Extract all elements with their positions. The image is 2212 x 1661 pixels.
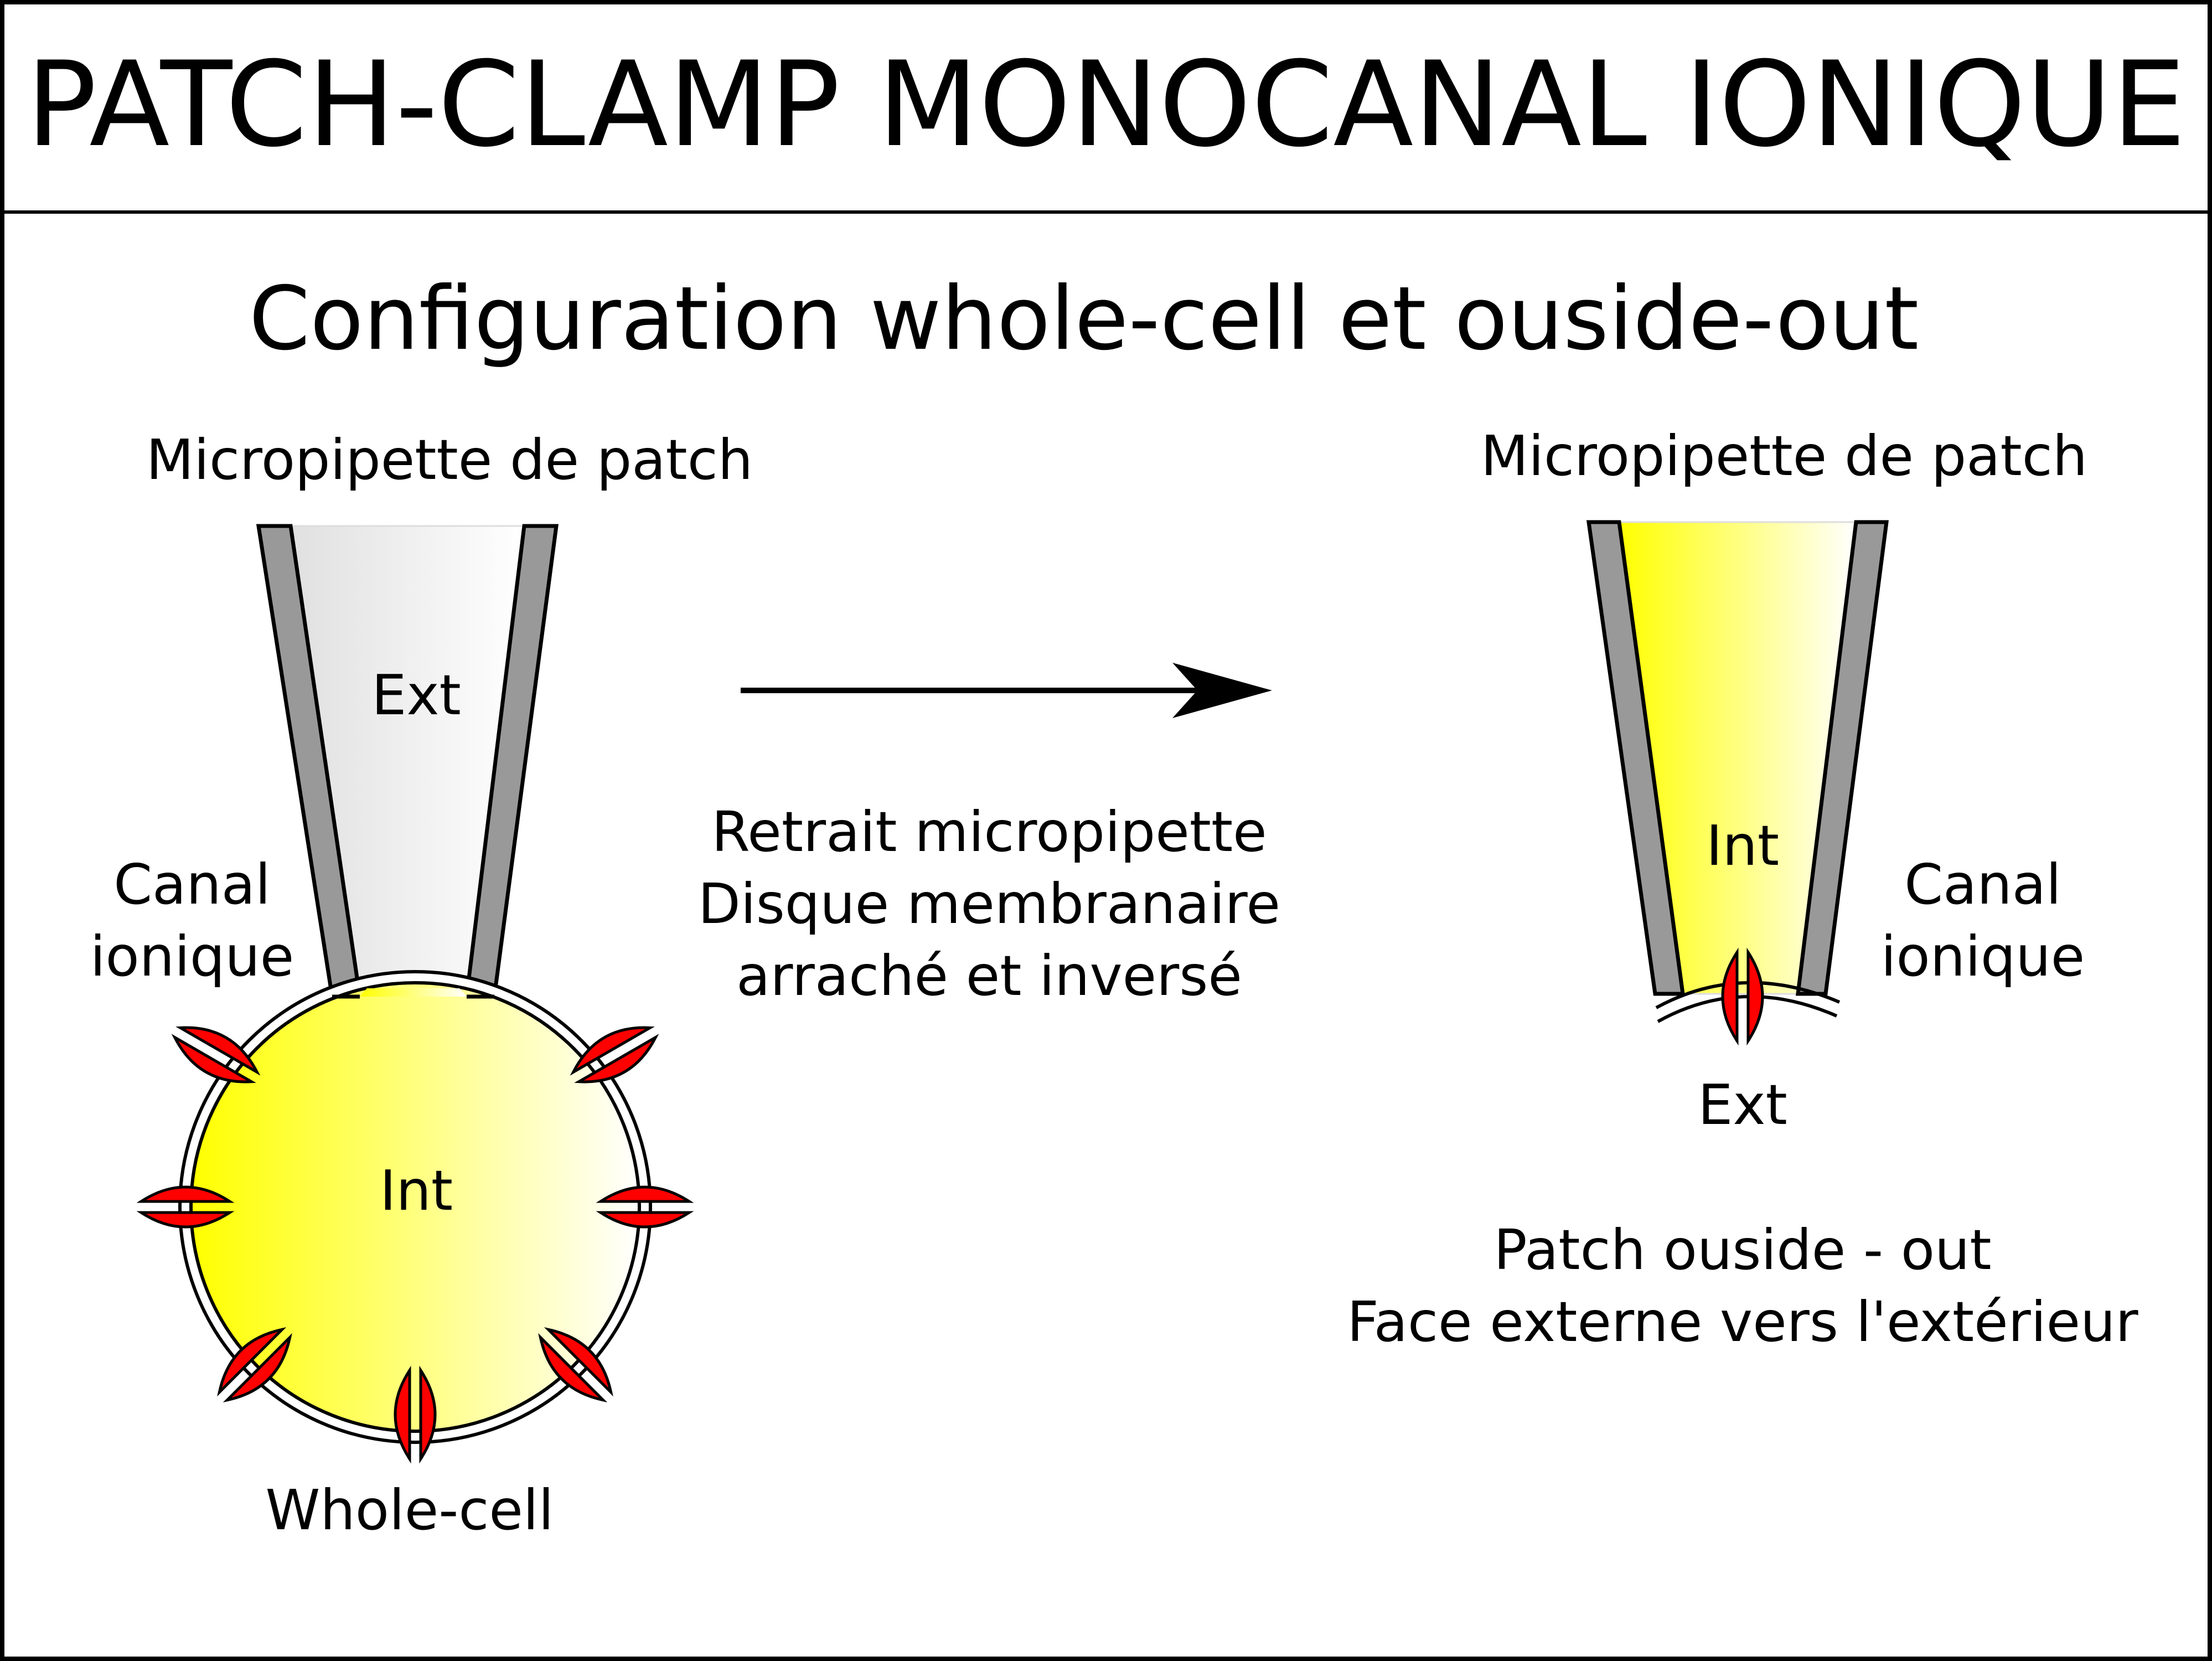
page-title: PATCH-CLAMP MONOCANAL IONIQUE: [26, 36, 2186, 173]
transition-text-line2: Disque membranaire: [698, 871, 1280, 936]
membrane-patch-inner: [1655, 981, 1841, 1009]
page-subtitle: Configuration whole-cell et ouside-out: [249, 268, 1919, 370]
arrow-head-icon: [1172, 663, 1272, 718]
whole-cell-panel: Micropipette de patch Ext Int Canal ioni…: [90, 427, 753, 1543]
outside-out-panel: Micropipette de patch Int Ext Canal ioni…: [1347, 424, 2138, 1354]
right-pipette-inside-label: Int: [1706, 813, 1779, 878]
cell-inside-label: Int: [380, 1158, 453, 1223]
cell-cytoplasm: [189, 981, 641, 1433]
right-pipette-wall-right: [1796, 520, 1889, 996]
transition-text-line1: Retrait micropipette: [711, 799, 1267, 864]
left-pipette-inside-label: Ext: [371, 663, 461, 728]
right-outside-label: Ext: [1698, 1072, 1787, 1137]
left-channel-label-line2: ionique: [90, 924, 294, 989]
transition: Retrait micropipette Disque membranaire …: [698, 663, 1280, 1008]
left-pipette-label: Micropipette de patch: [146, 427, 753, 492]
right-pipette-label: Micropipette de patch: [1481, 424, 2087, 488]
left-channel-label-line1: Canal: [113, 852, 271, 917]
whole-cell-label: Whole-cell: [266, 1478, 554, 1543]
right-channel-label-line2: ionique: [1881, 924, 2085, 989]
outside-out-caption-line2: Face externe vers l'extérieur: [1347, 1289, 2138, 1354]
membrane-patch-outer: [1657, 994, 1838, 1023]
right-channel-label-line1: Canal: [1904, 852, 2061, 917]
pipette-cell-junction: [360, 988, 467, 997]
transition-text-line3: arraché et inversé: [736, 943, 1242, 1008]
outside-out-caption-line1: Patch ouside - out: [1493, 1218, 1991, 1282]
